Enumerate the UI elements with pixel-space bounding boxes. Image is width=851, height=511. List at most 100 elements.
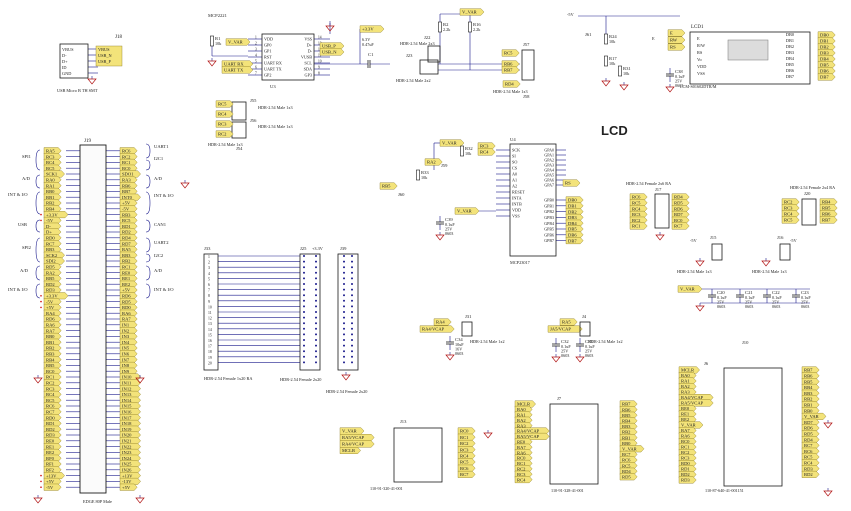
edge-net-left-label: D- [46,224,51,229]
net-e-label: E [670,31,673,36]
c38-ref: C38 [675,69,683,74]
u4-right-label: GPB4 [544,221,554,226]
edge-net-right [119,460,141,468]
edge-net-right-label: IN12 [122,386,132,391]
net-rb7-j57 [501,66,520,74]
edge-net-left [43,176,62,184]
j6-body [723,367,783,487]
edge-net-right [119,425,141,433]
edge-net-left-label: SCK2 [46,253,58,258]
edge-net-right-label: IN6 [122,352,130,357]
edge-net-right [119,211,138,219]
edge-net-right-label: RD5 [122,299,131,304]
net-j17-right-label: RC0 [674,218,683,223]
lcd-left-pin: VDD [697,64,706,69]
usb-net-box [95,45,123,67]
edge-net-left [43,361,62,369]
usb-net-label: USB_N [98,53,112,58]
j39-pin [343,322,345,325]
part-j16: HDR-2.54 Male 1x3 [752,269,787,274]
edge-net-right [119,466,141,474]
edge-net-left [43,315,62,323]
part-j19: EDGE 80P Male [83,499,112,504]
net-rb5-u4-label: RB5 [382,184,391,189]
j39-pin [351,333,353,336]
j39-pin [351,344,353,347]
edge-net-left [43,431,62,439]
net-j7-left-label: RA0 [517,407,526,412]
r32-value: 10k [465,151,472,156]
edge-net-right-label: +5V [122,201,131,206]
edge-net-right-label: RC2 [122,154,131,159]
net-j17-left [629,199,648,207]
net-usb-n-label: USB_N [322,50,337,55]
net-rc4-j55 [215,110,234,118]
edge-net-left [43,373,62,381]
edge-net-left [43,257,65,265]
group-bracket-right [145,174,151,189]
j25-pin [303,260,305,263]
edge-net-left [43,477,62,485]
edge-net-left [43,367,62,375]
j25-pin [303,283,305,285]
net-j7-left-label: RA2 [517,418,526,423]
c32-value: 25V [561,349,568,354]
j25-pin [303,344,305,347]
edge-net-right [119,245,138,253]
j39-body [337,253,359,371]
edge-net-left-label: RA6 [46,323,55,328]
j39-pin [343,288,345,291]
edge-net-left [43,338,62,346]
edge-net-right [119,158,138,166]
pin-number: 5 [255,60,257,64]
part-j6: 110-87-640-41-001151 [705,488,744,493]
net-rb6-j57 [501,60,520,68]
net-lcd-db-label: DB4 [820,57,829,62]
net-rc3-j54 [215,120,234,128]
group-bracket-left [35,191,41,215]
net-rc4-j55-label: RC4 [218,112,227,117]
net-j6-right [801,401,820,409]
net-rb6-j57-label: RB6 [504,62,513,67]
r31 [618,65,622,77]
j33-pin-number: 15 [208,333,212,337]
edge-net-left [43,460,62,468]
edge-net-right [119,419,141,427]
edge-net-left-label: RD0 [46,415,55,420]
edge-gnd-2 [135,377,145,384]
ref-c1: C1 [368,52,374,57]
edge-net-right-label: IN3 [122,334,130,339]
edge-net-left-label: RC5 [46,398,55,403]
edge-net-left [43,153,62,161]
edge-net-left [43,240,62,248]
net-uart-rx-label: UART RX [224,62,244,67]
c34-value: 10uF [455,342,464,347]
net-e [667,29,686,37]
group-bracket-right [145,253,151,263]
pin-number: 6 [255,66,257,70]
net-j6-right-label: RD3 [804,466,813,471]
net-j6-right [801,430,820,438]
edge-net-left [43,332,62,340]
j25-pin [315,266,317,269]
edge-net-right [119,187,138,195]
net-j13-right [457,464,476,472]
edge-net-left-label: RC7 [46,241,55,246]
net-ra4-j31-label: RA4 [436,320,445,325]
group-bracket-left [35,174,41,189]
c32-ref: C32 [561,339,569,344]
mcp2221-left-label: GP1 [264,49,271,54]
edge-group-left: SPI2 [22,245,32,250]
edge-net-right-label: SDO1 [122,172,134,177]
pin-number: 4 [255,54,257,58]
part-j57: HDR-2.54 Male 1x3 [493,89,528,94]
pin-number: 8 [318,72,320,76]
j15-gnd [695,260,705,267]
j25-pin [315,255,317,257]
pin-number: 14 [318,36,322,40]
c21-value: 25V [745,300,752,305]
j39-pin [343,361,345,364]
j31-body [461,321,473,337]
j25-pin [303,299,305,302]
j33-pin-number: 20 [208,361,212,365]
